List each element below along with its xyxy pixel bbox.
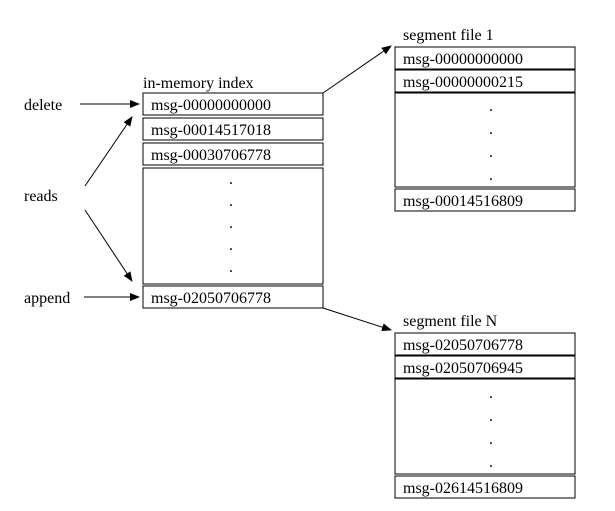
segment-1-cell-2-text: msg-00000000215 bbox=[403, 74, 523, 91]
segment-1-ellipsis-dot: . bbox=[489, 98, 493, 115]
segment-file-1: segment file 1 msg-00000000000 msg-00000… bbox=[394, 27, 576, 212]
segment-n-cell-last bbox=[394, 475, 576, 499]
reads-arrow-up bbox=[84, 116, 133, 187]
index-cell-2 bbox=[142, 117, 324, 141]
index-ellipsis-dot: . bbox=[229, 193, 233, 210]
segment-n-cell-1 bbox=[394, 332, 576, 356]
reads-label: reads bbox=[24, 188, 58, 205]
index-ellipsis-dot: . bbox=[229, 171, 233, 188]
index-ellipsis-dot: . bbox=[229, 237, 233, 254]
segment-1-cell-2 bbox=[394, 69, 576, 93]
in-memory-index: in-memory index msg-00000000000 msg-0001… bbox=[142, 75, 324, 309]
index-ellipsis-cell bbox=[142, 167, 324, 285]
append-label: append bbox=[24, 290, 70, 307]
segment-1-ellipsis-dot: . bbox=[489, 121, 493, 138]
segment-file-n: segment file N msg-02050706778 msg-02050… bbox=[394, 313, 576, 499]
index-cell-1 bbox=[142, 92, 324, 116]
segment-file-1-title: segment file 1 bbox=[403, 27, 494, 44]
index-cell-last bbox=[142, 285, 324, 309]
segment-n-ellipsis-dot: . bbox=[489, 385, 493, 402]
segment-1-ellipsis-dot: . bbox=[489, 144, 493, 161]
index-cell-last-text: msg-02050706778 bbox=[151, 290, 271, 307]
segment-1-cell-last-text: msg-00014516809 bbox=[403, 193, 523, 210]
segment-n-cell-2 bbox=[394, 355, 576, 379]
segment-n-cell-2-text: msg-02050706945 bbox=[403, 360, 523, 377]
index-cell-3-text: msg-00030706778 bbox=[151, 147, 271, 164]
segment-n-cell-1-text: msg-02050706778 bbox=[403, 337, 523, 354]
segment-n-cell-last-text: msg-02614516809 bbox=[403, 480, 523, 497]
segment-n-ellipsis-dot: . bbox=[489, 408, 493, 425]
segment-n-ellipsis-dot: . bbox=[489, 454, 493, 471]
segment-1-cell-1-text: msg-00000000000 bbox=[403, 51, 523, 68]
segment-1-ellipsis-dot: . bbox=[489, 167, 493, 184]
index-to-segment-n-arrow bbox=[322, 307, 392, 332]
index-to-segment-1-arrow bbox=[322, 45, 392, 94]
segment-n-ellipsis-cell bbox=[394, 378, 576, 475]
segment-1-cell-1 bbox=[394, 46, 576, 70]
index-cell-2-text: msg-00014517018 bbox=[151, 122, 271, 139]
segment-file-n-title: segment file N bbox=[403, 313, 498, 330]
reads-arrow-down bbox=[84, 209, 133, 282]
index-cell-3 bbox=[142, 142, 324, 166]
in-memory-index-title: in-memory index bbox=[143, 75, 254, 92]
delete-label: delete bbox=[24, 97, 62, 114]
segment-1-ellipsis-cell bbox=[394, 92, 576, 188]
index-ellipsis-dot: . bbox=[229, 215, 233, 232]
segment-1-cell-last bbox=[394, 188, 576, 212]
segment-n-ellipsis-dot: . bbox=[489, 431, 493, 448]
index-cell-1-text: msg-00000000000 bbox=[151, 97, 271, 114]
index-ellipsis-dot: . bbox=[229, 259, 233, 276]
